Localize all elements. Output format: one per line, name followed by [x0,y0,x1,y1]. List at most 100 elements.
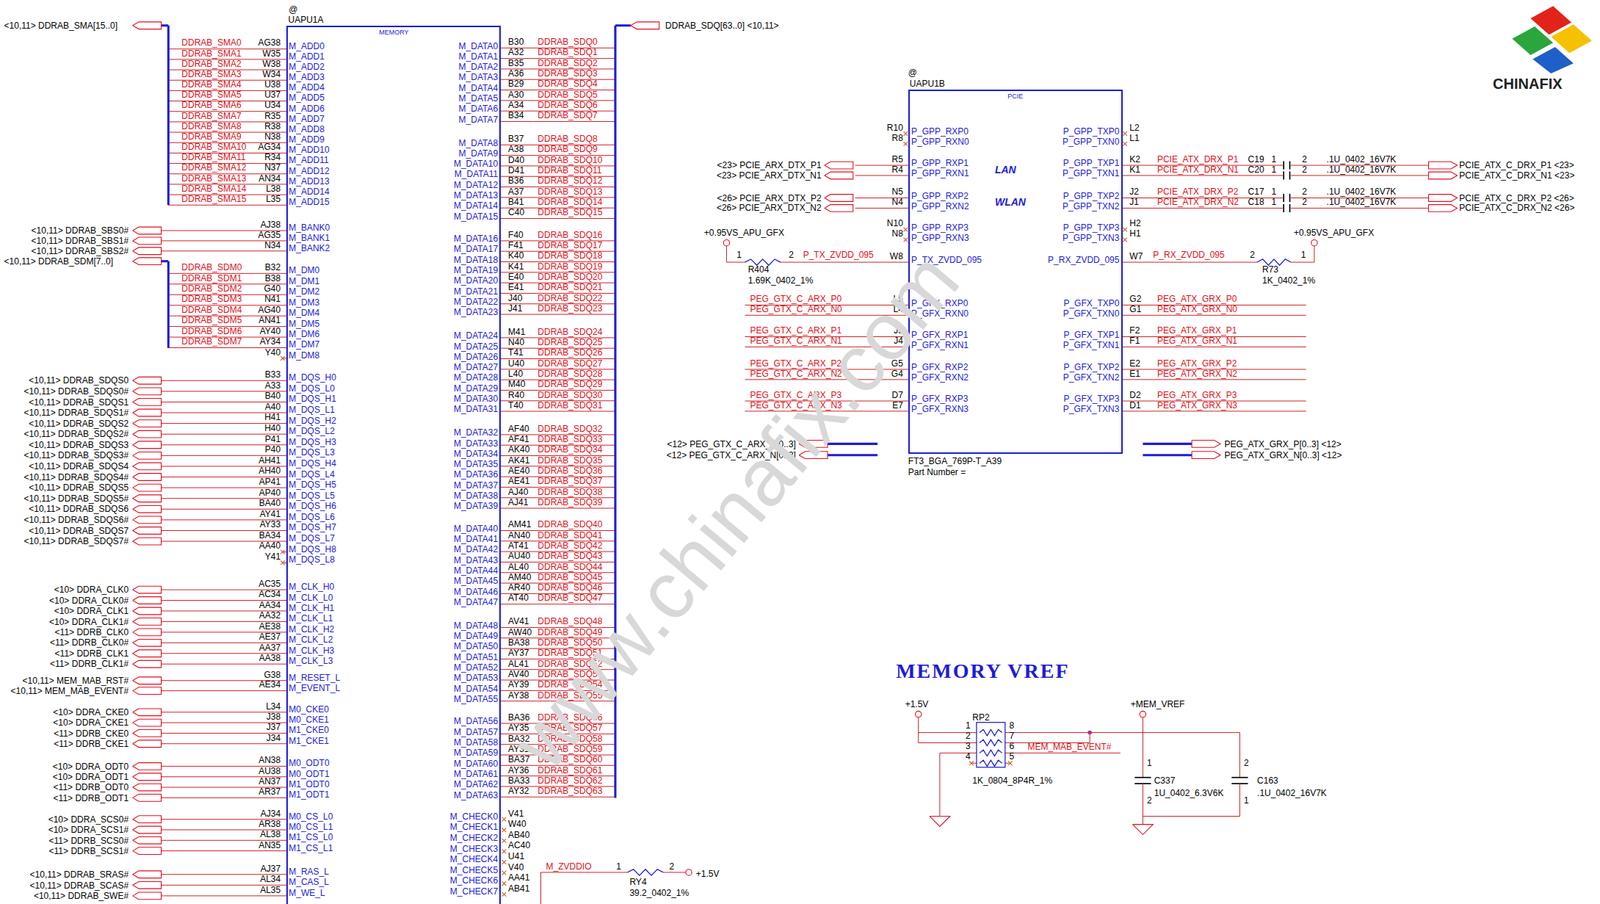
pin-number: J40 [508,293,523,303]
pin-number: U41 [508,851,525,861]
pin-number: AF41 [508,434,530,444]
pin-name: M_DATA23 [453,307,498,317]
pin-number: U38 [264,80,281,89]
net-label: DDRAB_SDQ38 [537,487,603,497]
pin-name: M_DATA6 [458,104,499,114]
pin-number: AK40 [508,444,530,454]
pin-number: AA32 [259,610,281,620]
pin-name: M_DATA46 [453,587,498,597]
pin-number: H40 [264,423,281,433]
pin-name: M_CAS_L [288,877,329,887]
port-symbol [132,773,162,781]
net-label: DDRAB_SDM3 [181,294,242,304]
no-connect-mark [502,849,507,854]
port-symbol [132,708,162,716]
net-label: DDRAB_SDQ11 [537,165,602,175]
part-label: 1 [736,250,742,260]
port-symbol [132,847,162,855]
pin-name: M_DQS_L6 [288,512,335,522]
wire [1122,174,1283,176]
net-label: DDRAB_SMA3 [181,69,241,79]
port-symbol [1428,171,1458,180]
ref-designator: C20 [1248,165,1265,175]
ref-mark: @ [908,68,918,78]
wire [1122,378,1307,380]
wire [500,314,616,316]
port-symbol [132,527,162,535]
watermark: www.chinafix.com [497,238,972,783]
net-label: PCIE_ATX_DRX_P2 [1157,187,1239,197]
port-symbol [1428,161,1458,169]
pin-name: P_GFX_TXN3 [1063,404,1120,414]
pin-name: P_GFX_TXN2 [1063,373,1120,382]
port-label: <10> DDRA_CKE1 [52,718,129,727]
pin-number: L35 [265,194,281,204]
pin-name: M_ADD4 [288,82,325,92]
pin-number: AA40 [259,541,281,550]
wire [161,250,288,252]
port-symbol [1191,440,1221,448]
part-label: C337 [1154,776,1176,785]
pin-name: M_ADD8 [288,124,325,134]
pin-name: M_DQS_L4 [288,469,335,479]
pin-name: M_DATA29 [453,384,498,393]
pin-number: AG40 [257,305,281,315]
part-label: RP2 [972,712,990,722]
pin-number: F2 [1129,326,1140,335]
pin-name: M_DATA36 [453,469,498,479]
pin-number: K41 [508,262,524,271]
pin-name: M_ADD5 [288,93,325,103]
part-label: 1 [1146,758,1153,768]
net-label: PEG_ATX_GRX_N2 [1157,369,1238,379]
pin-name: M_CHECK5 [450,865,498,875]
pin-number: 5 [1008,751,1015,761]
pin-number: 2 [965,731,971,741]
part-value: .1U_0402_16V7K [1326,187,1397,197]
net-label: DDRAB_SDQ29 [537,379,603,389]
net-label: DDRAB_SDQ36 [537,466,603,476]
pin-name: P_GPP_TXN1 [1062,168,1120,178]
bus-label: PEG_ATX_GRX_N[0..3] <12> [1224,450,1343,460]
pin-number: K1 [1129,165,1141,175]
net-label: DDRAB_SDQ13 [537,187,603,197]
port-label: <10,11> DDRAB_SBS1# [31,236,130,246]
pin-number: 1 [1271,187,1277,197]
pin-number: A37 [508,187,524,197]
port-symbol [132,607,162,615]
pin-number: AU40 [508,551,531,561]
pin-number: 1 [965,721,971,730]
pin-number: AY36 [508,765,529,775]
net-label: DDRAB_SDQ10 [537,155,603,165]
net-label: DDRAB_SDQ19 [537,262,603,271]
pin-name: M_DQS_H1 [288,394,337,404]
pin-name: M_DATA28 [453,373,498,382]
pin-number: AL34 [259,874,281,884]
net-label: DDRAB_SDQ30 [537,390,603,400]
pin-number: E7 [892,400,904,410]
port-label: <10,11> DDRAB_SDQS4# [24,472,130,482]
pin-name: M_DATA58 [453,737,498,747]
net-label: DDRAB_SDQ0 [537,37,597,47]
net-label: DDRAB_SDQ8 [537,134,597,144]
pin-number: AN38 [258,755,281,765]
pin-number: L2 [1129,123,1139,133]
pin-name: M_DATA14 [453,201,498,211]
pin-number: E40 [508,272,524,282]
pin-name: M_DATA1 [458,52,499,61]
pin-name: P_GFX_RXP2 [911,362,968,372]
pin-name: M_ADD11 [288,155,329,165]
net-label: DDRAB_SDQ43 [537,551,603,561]
pin-number: N10 [887,218,904,228]
port-symbol [132,677,162,685]
net-label: DDRAB_SDQ27 [537,359,603,368]
wire [1282,204,1285,213]
power-symbol [915,710,922,717]
net-label: DDRAB_SDQ47 [537,593,603,603]
pin-number: B32 [265,262,281,272]
part-label: .1U_0402_16V7K [1257,788,1327,798]
wire [1282,161,1285,170]
pin-number: AN37 [258,776,281,786]
wire [1142,442,1192,445]
pin-name: M_DATA50 [453,641,498,651]
wire [1005,762,1010,764]
